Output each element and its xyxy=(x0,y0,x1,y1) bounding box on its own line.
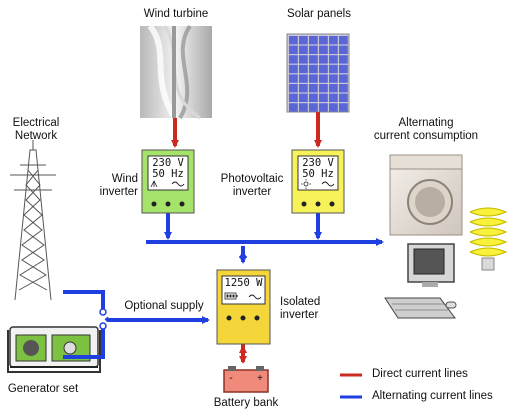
wind-inverter-label: Wind inverter xyxy=(99,173,138,198)
solar-cell xyxy=(309,103,318,112)
sun-symbol-icon xyxy=(301,179,311,189)
solar-cell xyxy=(289,74,298,83)
solar-cell xyxy=(289,93,298,102)
solar-cell xyxy=(309,93,318,102)
solar-cell xyxy=(329,103,338,112)
solar-cell xyxy=(329,84,338,93)
solar-cell xyxy=(289,84,298,93)
solar-cell xyxy=(339,74,348,83)
solar-cell xyxy=(319,64,328,74)
solar-cell xyxy=(339,93,348,102)
solar-cell xyxy=(309,45,318,54)
solar-cell xyxy=(319,45,328,54)
solar-cell xyxy=(329,74,338,83)
legend-ac-label: Alternating current lines xyxy=(372,390,493,402)
wind-inverter xyxy=(141,149,195,214)
solar-cell xyxy=(309,74,318,83)
solar-cell xyxy=(319,93,328,102)
computer-icon xyxy=(384,243,457,319)
solar-cell xyxy=(339,64,348,74)
sine-wave-icon xyxy=(171,181,185,187)
battery-symbol-icon xyxy=(224,292,238,300)
generator-set-label: Generator set xyxy=(7,383,79,395)
solar-cell xyxy=(289,55,298,64)
solar-cell xyxy=(299,93,308,102)
solar-cell xyxy=(289,36,298,45)
battery-icon xyxy=(223,366,269,393)
solar-cell xyxy=(289,45,298,54)
solar-cell xyxy=(299,36,308,45)
solar-cell xyxy=(309,36,318,45)
ac-line-optional-supply xyxy=(104,316,210,324)
solar-cell xyxy=(319,103,328,112)
solar-cell xyxy=(319,84,328,93)
ac-consumption-label: Alternating current consumption xyxy=(373,117,479,142)
solar-cell xyxy=(329,36,338,45)
solar-cell xyxy=(339,103,348,112)
solar-cell xyxy=(309,55,318,64)
solar-cell xyxy=(339,84,348,93)
solar-cell xyxy=(299,74,308,83)
battery-positive-terminal: + xyxy=(257,373,263,384)
washing-machine-icon xyxy=(389,154,463,236)
solar-cell xyxy=(319,74,328,83)
electrical-network-label: Electrical Network xyxy=(12,117,60,142)
wind-frequency: 50 Hz xyxy=(152,168,184,180)
sine-wave-icon xyxy=(321,181,335,187)
isolated-inverter xyxy=(216,269,271,345)
solar-cell xyxy=(319,55,328,64)
solar-cell xyxy=(299,103,308,112)
wind-turbine-label: Wind turbine xyxy=(143,8,209,20)
wind-turbine-icon xyxy=(140,24,212,120)
ac-line-generator xyxy=(63,328,105,359)
solar-panels-label: Solar panels xyxy=(287,8,351,20)
pv-voltage: 230 V xyxy=(302,157,334,169)
ac-line-network xyxy=(63,290,105,310)
dc-lines xyxy=(171,112,322,364)
solar-cell xyxy=(329,55,338,64)
solar-cell xyxy=(339,55,348,64)
electrical-pylon-icon xyxy=(10,140,56,301)
pv-inverter-label: Photovoltaic inverter xyxy=(220,173,284,198)
wind-voltage: 230 V xyxy=(152,157,184,169)
solar-cell xyxy=(339,36,348,45)
solar-cell xyxy=(299,84,308,93)
pv-inverter xyxy=(291,149,345,214)
solar-cell xyxy=(319,36,328,45)
generator-icon xyxy=(7,326,101,373)
turbine-symbol-icon xyxy=(150,180,158,188)
solar-cell xyxy=(309,64,318,74)
isolated-inverter-label: Isolated inverter xyxy=(280,296,321,321)
solar-cell xyxy=(329,45,338,54)
solar-cell xyxy=(329,64,338,74)
solar-cell xyxy=(289,64,298,74)
solar-cell xyxy=(299,64,308,74)
battery-bank-label: Battery bank xyxy=(213,397,279,409)
optional-supply-label: Optional supply xyxy=(124,300,204,312)
wind-inverter-display: 230 V 50 Hz xyxy=(150,158,186,180)
cfl-bulb-icon xyxy=(469,207,508,271)
sine-wave-icon xyxy=(248,294,262,300)
solar-cell xyxy=(309,84,318,93)
solar-cell xyxy=(329,93,338,102)
solar-cell xyxy=(299,45,308,54)
solar-panel-icon xyxy=(286,33,350,113)
battery-negative-terminal: - xyxy=(229,373,233,384)
ac-lines xyxy=(63,213,384,359)
solar-cell xyxy=(299,55,308,64)
pv-inverter-display: 230 V 50 Hz xyxy=(300,158,336,180)
solar-cell xyxy=(339,45,348,54)
pv-frequency: 50 Hz xyxy=(302,168,334,180)
legend-dc-label: Direct current lines xyxy=(372,368,468,380)
isolated-inverter-power: 1250 W xyxy=(224,277,263,289)
solar-cell xyxy=(289,103,298,112)
